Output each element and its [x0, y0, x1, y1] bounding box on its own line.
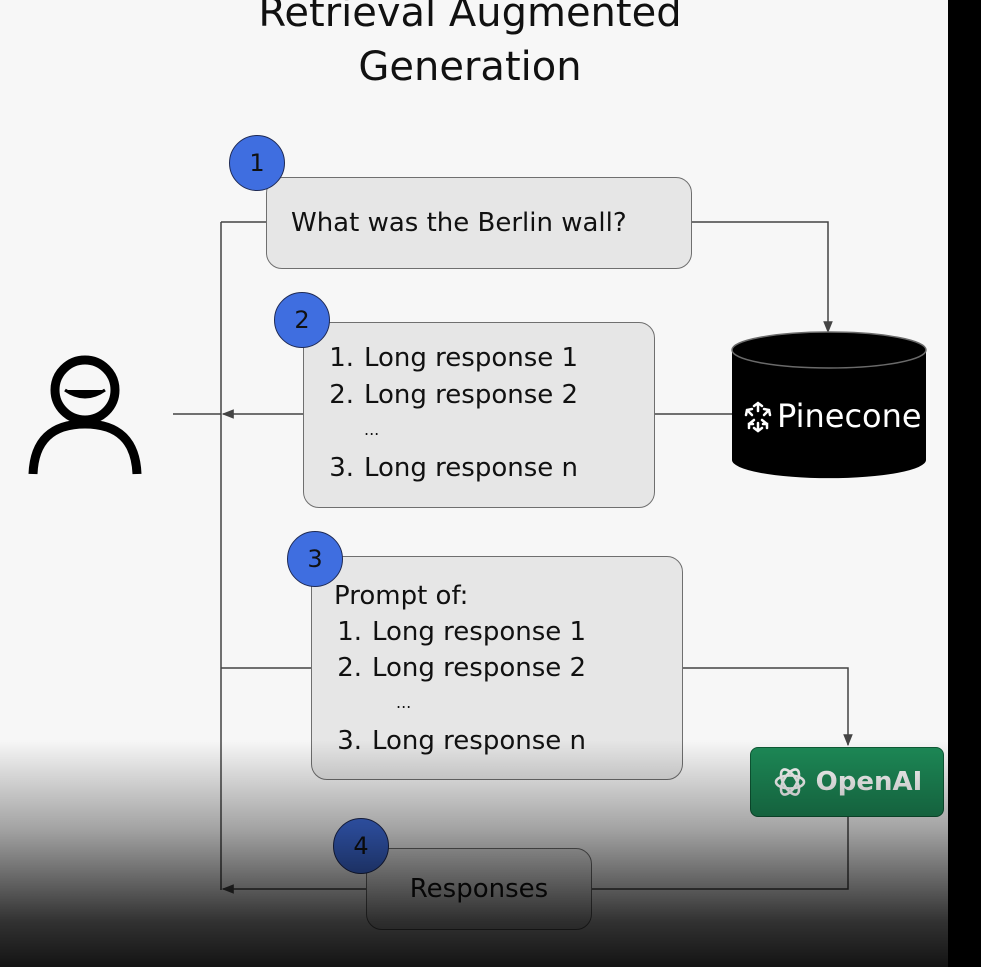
- list-item-text: Long response 1: [364, 343, 579, 373]
- step-badge-3: 3: [287, 531, 343, 587]
- list-item-number: 1.: [329, 343, 354, 373]
- step-badge-1: 1: [229, 135, 285, 191]
- list-item-text: Long response n: [372, 726, 587, 756]
- list-item: 3. Long response n: [304, 453, 578, 483]
- question-box: What was the Berlin wall?: [266, 177, 692, 269]
- list-item: 1. Long response 1: [312, 617, 586, 647]
- list-item-number: 2.: [329, 380, 354, 410]
- list-item: 3. Long response n: [312, 726, 586, 756]
- list-item-number: 2.: [337, 653, 362, 683]
- diagram-title: Retrieval Augmented Generation: [150, 0, 790, 94]
- connector-openai-to-responses: [592, 817, 849, 890]
- step-badge-4: 4: [333, 818, 389, 874]
- list-item-text: Long response 2: [364, 380, 579, 410]
- list-item: 2. Long response 2: [312, 653, 586, 683]
- list-item: 1. Long response 1: [304, 343, 578, 373]
- prompt-box: Prompt of: 1. Long response 1 2. Long resp…: [311, 556, 683, 780]
- question-text: What was the Berlin wall?: [291, 208, 627, 238]
- list-item-text: Long response 2: [372, 653, 587, 683]
- title-line-2: Generation: [358, 44, 582, 90]
- step-badge-2: 2: [274, 292, 330, 348]
- openai-box: OpenAI: [750, 747, 944, 817]
- title-line-1: Retrieval Augmented: [258, 0, 682, 36]
- responses-text: Responses: [409, 874, 549, 904]
- list-item-number: 3.: [337, 726, 362, 756]
- responses-box: Responses: [366, 848, 592, 930]
- retrieved-responses-box: 1.Long response 1 2.Long response 2 ... …: [303, 322, 655, 508]
- prompt-heading: Prompt of:: [334, 581, 469, 611]
- list-item: 2. Long response 2: [304, 380, 578, 410]
- openai-logo-icon: [774, 768, 805, 796]
- pinecone-label: Pinecone: [777, 397, 922, 435]
- list-item-number: 1.: [337, 617, 362, 647]
- openai-label: OpenAI: [815, 767, 923, 797]
- pinecone-logo-icon: [744, 401, 772, 433]
- list-item-text: Long response n: [364, 453, 579, 483]
- right-edge-bar: [948, 0, 981, 967]
- list-item-number: 3.: [329, 453, 354, 483]
- list-item-text: Long response 1: [372, 617, 587, 647]
- user-icon: [28, 355, 142, 475]
- connector-question-to-pinecone: [692, 221, 833, 334]
- pinecone-database: [731, 331, 927, 479]
- ellipsis: ...: [396, 693, 412, 712]
- connector-prompt-to-openai: [683, 667, 853, 747]
- ellipsis: ...: [364, 420, 380, 439]
